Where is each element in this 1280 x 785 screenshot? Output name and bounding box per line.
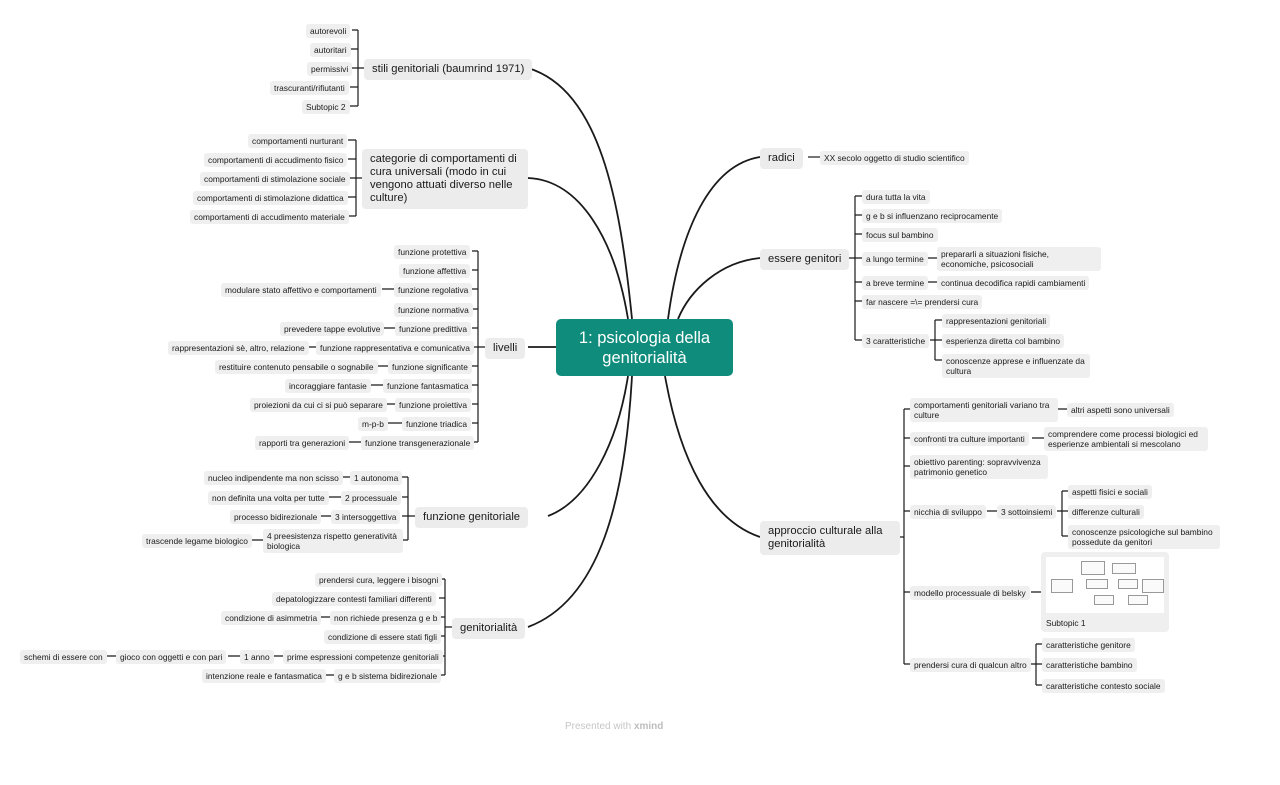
subtopic[interactable]: funzione predittiva [395, 322, 471, 336]
subtopic[interactable]: trascende legame biologico [142, 534, 252, 548]
xmind-logo: xmind [633, 721, 664, 732]
subtopic[interactable]: 3 sottoinsiemi [997, 505, 1057, 519]
subtopic[interactable]: prendersi cura di qualcun altro [910, 658, 1031, 672]
topic-stili-genitoriali[interactable]: stili genitoriali (baumrind 1971) [364, 59, 533, 80]
subtopic[interactable]: conoscenze psicologiche sul bambino poss… [1068, 525, 1220, 549]
topic-essere-genitori[interactable]: essere genitori [760, 249, 850, 270]
central-topic[interactable]: 1: psicologia della genitorialità [556, 319, 733, 376]
subtopic[interactable]: prepararli a situazioni fisiche, economi… [937, 247, 1101, 271]
subtopic[interactable]: esperienza diretta col bambino [942, 334, 1065, 348]
subtopic[interactable]: non definita una volta per tutte [208, 491, 329, 505]
subtopic[interactable]: prevedere tappe evolutive [280, 322, 385, 336]
subtopic[interactable]: funzione triadica [402, 417, 471, 431]
subtopic[interactable]: comportamenti di accudimento fisico [204, 153, 348, 167]
subtopic[interactable]: comportamenti di accudimento materiale [190, 210, 349, 224]
subtopic[interactable]: rapporti tra generazioni [255, 436, 350, 450]
subtopic[interactable]: nucleo indipendente ma non scisso [204, 471, 343, 485]
subtopic[interactable]: dura tutta la vita [862, 190, 930, 204]
subtopic[interactable]: gioco con oggetti e con pari [116, 650, 227, 664]
subtopic[interactable]: differenze culturali [1068, 505, 1144, 519]
subtopic[interactable]: modulare stato affettivo e comportamenti [221, 283, 381, 297]
subtopic[interactable]: funzione regolativa [394, 283, 473, 297]
subtopic[interactable]: g e b sistema bidirezionale [334, 669, 442, 683]
subtopic[interactable]: continua decodifica rapidi cambiamenti [937, 276, 1090, 290]
subtopic[interactable]: focus sul bambino [862, 228, 938, 242]
subtopic[interactable]: comportamenti genitoriali variano tra cu… [910, 398, 1058, 422]
subtopic[interactable]: 1 anno [240, 650, 274, 664]
subtopic[interactable]: aspetti fisici e sociali [1068, 485, 1152, 499]
subtopic[interactable]: caratteristiche bambino [1042, 658, 1137, 672]
subtopic[interactable]: g e b si influenzano reciprocamente [862, 209, 1003, 223]
topic-approccio-culturale[interactable]: approccio culturale alla genitorialità [760, 521, 900, 555]
subtopic[interactable]: obiettivo parenting: sopravvivenza patri… [910, 455, 1048, 479]
subtopic[interactable]: funzione proiettiva [395, 398, 471, 412]
subtopic[interactable]: a lungo termine [862, 252, 928, 266]
subtopic[interactable]: incoraggiare fantasie [285, 379, 371, 393]
subtopic[interactable]: XX secolo oggetto di studio scientifico [820, 151, 969, 165]
subtopic[interactable]: far nascere =\= prendersi cura [862, 295, 983, 309]
subtopic[interactable]: funzione normativa [394, 303, 473, 317]
topic-funzione-genitoriale[interactable]: funzione genitoriale [415, 507, 529, 528]
subtopic[interactable]: caratteristiche contesto sociale [1042, 679, 1165, 693]
subtopic[interactable]: funzione transgenerazionale [361, 436, 475, 450]
subtopic[interactable]: funzione significante [388, 360, 472, 374]
subtopic[interactable]: non richiede presenza g e b [330, 611, 442, 625]
subtopic[interactable]: a breve termine [862, 276, 929, 290]
subtopic[interactable]: funzione fantasmatica [383, 379, 473, 393]
subtopic[interactable]: conoscenze apprese e influenzate da cult… [942, 354, 1090, 378]
topic-categorie-comportamenti[interactable]: categorie di comportamenti di cura unive… [362, 149, 528, 209]
subtopic[interactable]: prendersi cura, leggere i bisogni [315, 573, 443, 587]
subtopic[interactable]: comprendere come processi biologici ed e… [1044, 427, 1208, 451]
subtopic[interactable]: confronti tra culture importanti [910, 432, 1029, 446]
subtopic[interactable]: modello processuale di belsky [910, 586, 1030, 600]
subtopic[interactable]: nicchia di sviluppo [910, 505, 986, 519]
subtopic[interactable]: intenzione reale e fantasmatica [202, 669, 326, 683]
subtopic[interactable]: caratteristiche genitore [1042, 638, 1135, 652]
subtopic[interactable]: funzione rappresentativa e comunicativa [316, 341, 474, 355]
subtopic[interactable]: 3 intersoggettiva [331, 510, 401, 524]
subtopic[interactable]: schemi di essere con [20, 650, 107, 664]
subtopic[interactable]: comportamenti di stimolazione didattica [193, 191, 348, 205]
subtopic[interactable]: m-p-b [358, 417, 388, 431]
subtopic[interactable]: comportamenti nurturant [248, 134, 348, 148]
subtopic[interactable]: autoritari [310, 43, 351, 57]
image-topic[interactable]: Subtopic 1 [1041, 552, 1169, 632]
subtopic[interactable]: 1 autonoma [350, 471, 403, 485]
subtopic[interactable]: comportamenti di stimolazione sociale [200, 172, 350, 186]
subtopic[interactable]: altri aspetti sono universali [1067, 403, 1174, 417]
footer-credit: Presented with xmind [565, 721, 664, 732]
topic-genitorialita[interactable]: genitorialità [452, 618, 526, 639]
subtopic[interactable]: funzione affettiva [399, 264, 471, 278]
subtopic[interactable]: permissivi [307, 62, 353, 76]
topic-livelli[interactable]: livelli [485, 338, 526, 359]
subtopic[interactable]: Subtopic 2 [302, 100, 350, 114]
subtopic[interactable]: processo bidirezionale [230, 510, 322, 524]
subtopic[interactable]: restituire contenuto pensabile o sognabi… [215, 360, 378, 374]
subtopic[interactable]: autorevoli [306, 24, 351, 38]
subtopic[interactable]: 4 preesistenza rispetto generatività bio… [263, 529, 403, 553]
subtopic[interactable]: condizione di asimmetria [221, 611, 322, 625]
subtopic[interactable]: funzione protettiva [394, 245, 471, 259]
subtopic[interactable]: proiezioni da cui ci si può separare [250, 398, 387, 412]
subtopic[interactable]: rappresentazioni genitoriali [942, 314, 1051, 328]
subtopic[interactable]: depatologizzare contesti familiari diffe… [272, 592, 436, 606]
subtopic[interactable]: 3 caratteristiche [862, 334, 930, 348]
subtopic[interactable]: prime espressioni competenze genitoriali [283, 650, 443, 664]
subtopic[interactable]: rappresentazioni sè, altro, relazione [168, 341, 309, 355]
subtopic[interactable]: condizione di essere stati figli [324, 630, 441, 644]
diagram-thumbnail-image [1046, 557, 1164, 613]
subtopic[interactable]: trascuranti/rifiutanti [270, 81, 349, 95]
subtopic[interactable]: 2 processuale [341, 491, 402, 505]
image-caption: Subtopic 1 [1046, 618, 1086, 628]
topic-radici[interactable]: radici [760, 148, 803, 169]
